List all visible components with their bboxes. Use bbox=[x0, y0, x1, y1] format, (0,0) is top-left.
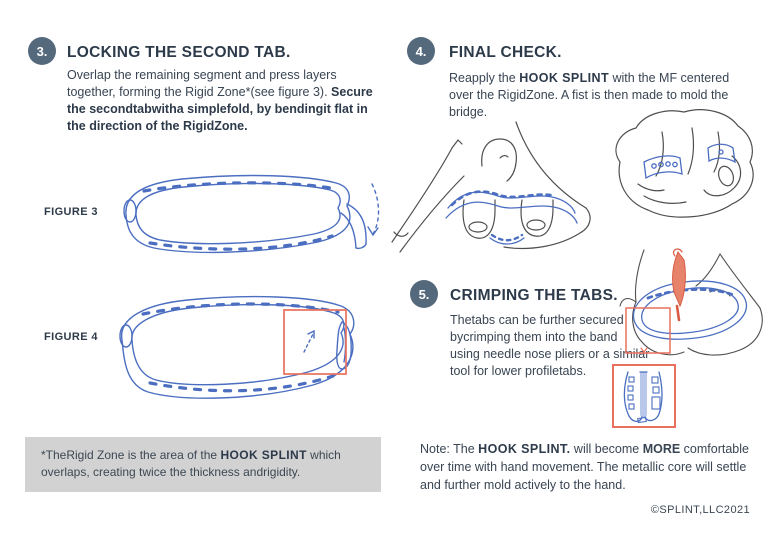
step-3-body-normal: Overlap the remaining segment and press … bbox=[67, 68, 337, 99]
note-bold-more: MORE bbox=[642, 442, 681, 456]
note-pre: Note: The bbox=[420, 442, 479, 456]
rigid-zone-footnote: *TheRigid Zone is the area of the HOOK S… bbox=[25, 437, 381, 492]
step-5-body: Thetabs can be further secured bycrimpin… bbox=[450, 313, 650, 378]
step-4-body-pre: Reapply the bbox=[449, 71, 520, 85]
note-bold-hook-splint: HOOK SPLINT. bbox=[478, 442, 571, 456]
footnote-bold: HOOK SPLINT bbox=[220, 448, 307, 462]
figure-3-label: FIGURE 3 bbox=[44, 206, 98, 218]
note-post: comfortable over time with hand movement… bbox=[420, 442, 749, 492]
copyright-text: ©SPLINT,LLC2021 bbox=[650, 504, 750, 516]
step-3-number-badge: 3. bbox=[28, 37, 56, 65]
figure4-splint-illustration bbox=[119, 295, 355, 399]
fist-illustration bbox=[615, 109, 754, 218]
step-3-body: Overlap the remaining segment and press … bbox=[67, 67, 374, 135]
hand-splint-illustration bbox=[391, 121, 591, 253]
footnote-post: which overlaps, creating twice the thick… bbox=[41, 448, 341, 479]
figure3-splint-illustration bbox=[123, 174, 380, 254]
step-5-number-badge: 5. bbox=[410, 280, 438, 308]
figure-4-label: FIGURE 4 bbox=[44, 331, 98, 343]
step-4-body: Reapply the HOOK SPLINT with the MF cent… bbox=[449, 70, 751, 121]
footnote-pre: *TheRigid Zone is the area of the bbox=[41, 448, 221, 462]
crimp-red-highlight-box bbox=[625, 307, 671, 354]
step-4-body-post: with the MF centered over the RigidZone.… bbox=[449, 71, 730, 119]
step-3-title: LOCKING THE SECOND TAB. bbox=[67, 44, 291, 61]
step-3-body-bold: Secure the secondtabwitha simplefold, by… bbox=[67, 85, 373, 133]
step-4-number-badge: 4. bbox=[407, 37, 435, 65]
step-4-title: FINAL CHECK. bbox=[449, 44, 562, 61]
tab-fold-detail-illustration bbox=[612, 364, 676, 428]
note-mid: will become bbox=[570, 442, 643, 456]
note-paragraph: Note: The HOOK SPLINT. will become MORE … bbox=[420, 440, 758, 494]
step-5-title: CRIMPING THE TABS. bbox=[450, 287, 618, 304]
step-4-body-bold: HOOK SPLINT bbox=[519, 71, 610, 85]
pliers-crimping-illustration bbox=[619, 248, 763, 356]
figure4-red-highlight-box bbox=[283, 309, 347, 375]
